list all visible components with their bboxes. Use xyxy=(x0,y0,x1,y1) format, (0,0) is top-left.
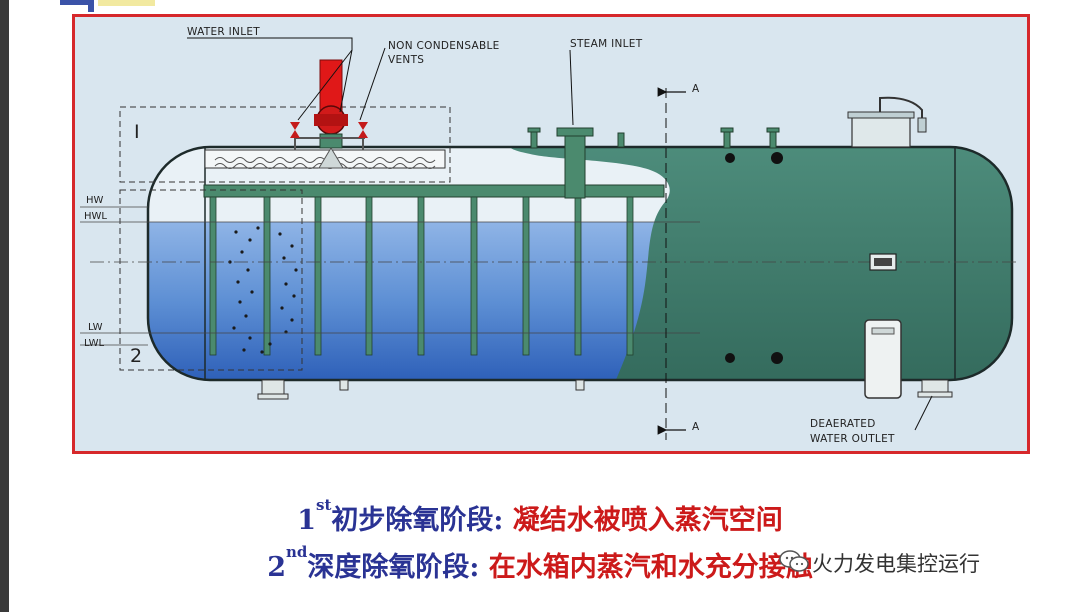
water-level-lines xyxy=(80,206,1020,346)
side-manway xyxy=(864,319,902,399)
steam-header xyxy=(203,184,665,356)
steam-bubbles xyxy=(228,226,298,354)
steam-inlet-label: STEAM INLET xyxy=(570,38,643,50)
stage-1-title: 初步除氧阶段: xyxy=(331,505,504,536)
watermark-icon xyxy=(779,550,809,572)
stage-2-number: 2 xyxy=(267,552,286,583)
hw-label: HW xyxy=(86,195,104,206)
caption-stage-2: 2nd深度除氧阶段: 在水箱内蒸汽和水充分接触 xyxy=(0,543,1080,584)
top-manhole xyxy=(847,96,927,148)
zone-1-box xyxy=(119,106,451,183)
stage-1-number: 1 xyxy=(297,505,317,536)
deaerated-label-1: DEAERATED xyxy=(810,418,876,430)
top-nozzles xyxy=(527,127,780,149)
callout-leaders xyxy=(187,37,933,431)
stage-1-ordinal: st xyxy=(316,496,332,514)
non-condensable-label-1: NON CONDENSABLE xyxy=(388,40,500,52)
water-inlet-assembly xyxy=(290,59,368,169)
zone-2-box xyxy=(119,189,303,371)
lwl-label: LWL xyxy=(84,338,105,349)
section-a-markers xyxy=(657,87,686,440)
window-left-edge xyxy=(0,0,9,612)
stage-1-description: 凝结水被喷入蒸汽空间 xyxy=(512,505,783,536)
flange-connections xyxy=(725,152,783,364)
non-condensable-label-2: VENTS xyxy=(388,54,424,66)
zone-1-label: I xyxy=(134,121,140,143)
section-a-bottom-label: A xyxy=(692,421,700,433)
zone-2-label: 2 xyxy=(130,345,142,367)
water-inlet-label: WATER INLET xyxy=(187,26,260,38)
stage-2-description: 在水箱内蒸汽和水充分接触 xyxy=(488,552,813,583)
steam-inlet-nozzle xyxy=(556,127,594,199)
deaerated-label-2: WATER OUTLET xyxy=(810,433,895,445)
lw-label: LW xyxy=(88,322,103,333)
stage-2-title: 深度除氧阶段: xyxy=(307,552,480,583)
caption-stage-1: 1st初步除氧阶段: 凝结水被喷入蒸汽空间 xyxy=(0,496,1080,537)
stage-2-ordinal: nd xyxy=(286,543,308,561)
watermark-text: 火力发电集控运行 xyxy=(812,552,980,576)
hwl-label: HWL xyxy=(84,211,107,222)
bottom-outlets xyxy=(257,379,953,400)
section-a-top-label: A xyxy=(692,83,700,95)
corner-logo xyxy=(60,0,155,12)
